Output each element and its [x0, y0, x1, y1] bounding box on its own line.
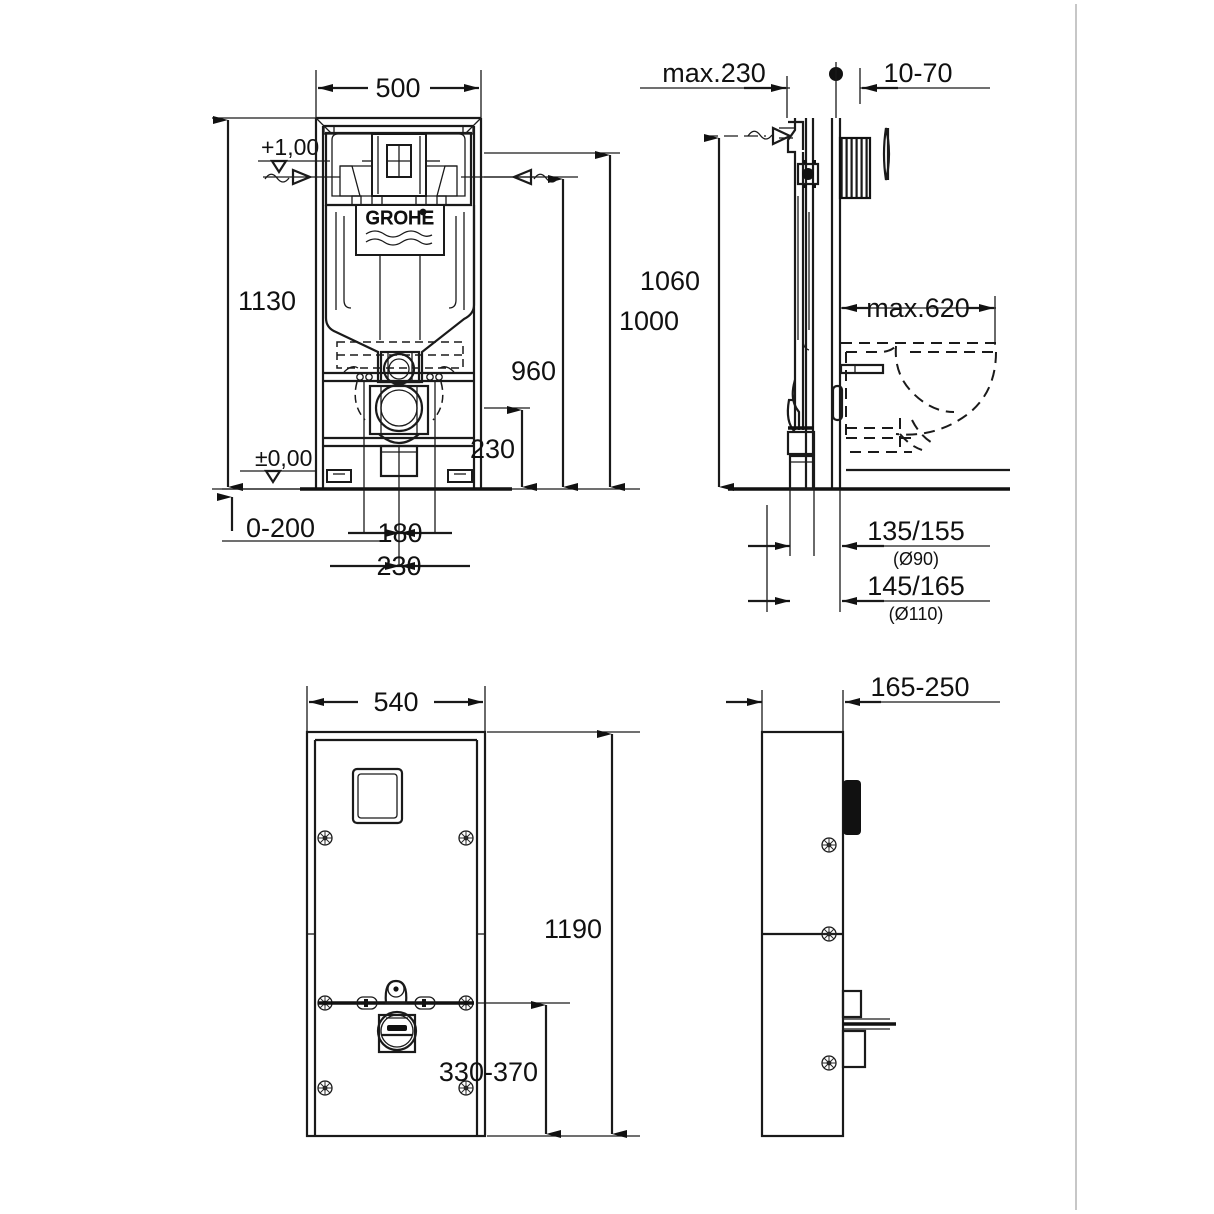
view-front-panel: 540 — [305, 686, 640, 1138]
water-supply-indicator-left — [263, 168, 340, 186]
dimension-height-1060: 1060 — [640, 134, 766, 491]
dimension-floor-0-200: 0-200 — [217, 488, 385, 543]
dimension-height-1130: 1130 — [212, 116, 318, 491]
view-side-panel: 165-250 — [726, 672, 1000, 1138]
dim-label-145-165: 145/165 — [867, 571, 965, 601]
level-label-plus-one: +1,00 — [261, 134, 319, 160]
dim-note-d110: (Ø110) — [889, 604, 944, 624]
dimension-height-1000: 1000 — [595, 151, 679, 491]
dim-label-10-70: 10-70 — [883, 58, 952, 88]
dim-label-960: 960 — [511, 356, 556, 386]
dimension-max-620: max.620 — [840, 293, 996, 345]
dimension-10-70: 10-70 — [829, 58, 990, 118]
dim-label-135-155: 135/155 — [867, 516, 965, 546]
actuation-plate-cutout — [351, 767, 404, 825]
dim-note-d90: (Ø90) — [893, 549, 939, 569]
dim-label-165-250: 165-250 — [870, 672, 969, 702]
dim-label-180: 180 — [377, 518, 422, 548]
fixing-point — [821, 1055, 837, 1071]
dimension-330-370: 330-370 — [439, 1001, 570, 1138]
fixing-points-side-panel — [821, 837, 837, 1071]
dim-label-540: 540 — [373, 687, 418, 717]
dimension-165-250: 165-250 — [726, 672, 1000, 736]
dimension-max-230: max.230 — [640, 58, 790, 118]
front-panel-outline — [305, 730, 487, 1138]
frame-outline-front — [300, 116, 512, 491]
view-side-elevation: max.230 10-70 1060 — [640, 58, 1010, 624]
dim-label-0-200: 0-200 — [246, 513, 315, 543]
fixing-point — [821, 837, 837, 853]
side-panel-connector-block — [843, 780, 861, 835]
dim-label-1130: 1130 — [238, 286, 296, 316]
dimension-135-155: 135/155 (Ø90) — [748, 489, 990, 569]
wall-connector-block — [838, 127, 891, 200]
level-marker-plus-one: +1,00 — [258, 134, 330, 175]
dimension-outlet-180: 180 — [348, 518, 452, 548]
dimension-height-960: 960 — [511, 175, 578, 491]
cistern-side-section — [779, 118, 820, 491]
dim-label-1190: 1190 — [544, 914, 602, 944]
dim-label-max-230: max.230 — [662, 58, 766, 88]
connection-row — [318, 979, 474, 1054]
water-supply-indicator-side — [747, 126, 793, 146]
dim-label-1000: 1000 — [619, 306, 679, 336]
dimension-width-540: 540 — [306, 686, 486, 736]
fixing-point — [317, 830, 333, 846]
dimension-height-230: 230 — [470, 406, 537, 491]
fixing-points-front-panel — [317, 830, 474, 1096]
side-panel-outlets — [841, 989, 896, 1069]
dim-label-1060: 1060 — [640, 266, 700, 296]
dimension-width-500: 500 — [318, 73, 479, 103]
fixing-point — [458, 1080, 474, 1096]
dim-label-230: 230 — [470, 434, 515, 464]
dim-label-max-620: max.620 — [866, 293, 970, 323]
dim-label-330-370: 330-370 — [439, 1057, 538, 1087]
dimension-height-1190: 1190 — [487, 730, 640, 1138]
grohe-logo: GROHE — [365, 207, 435, 246]
hidden-outline-upper — [336, 341, 464, 369]
view-front-elevation: 500 1130 +1,00 — [212, 70, 679, 581]
dim-label-230-outlet: 230 — [376, 551, 421, 581]
fixing-point — [821, 926, 837, 942]
outlet-connection-front — [343, 352, 455, 566]
dimension-145-165: 145/165 (Ø110) — [748, 505, 990, 624]
level-marker-zero: ±0,00 — [240, 445, 316, 485]
level-label-zero: ±0,00 — [255, 445, 312, 471]
wc-bowl-hidden-outline — [831, 342, 997, 453]
fixing-point — [458, 830, 474, 846]
fixing-point — [317, 1080, 333, 1096]
dim-label-500: 500 — [375, 73, 420, 103]
cistern-body: GROHE — [324, 131, 476, 384]
grohe-wordmark: GROHE — [366, 208, 435, 228]
dimension-group-heights: 1000 960 230 — [470, 151, 679, 491]
dimension-outlet-230: 230 — [330, 551, 470, 581]
front-width-extension-lines — [315, 70, 482, 122]
